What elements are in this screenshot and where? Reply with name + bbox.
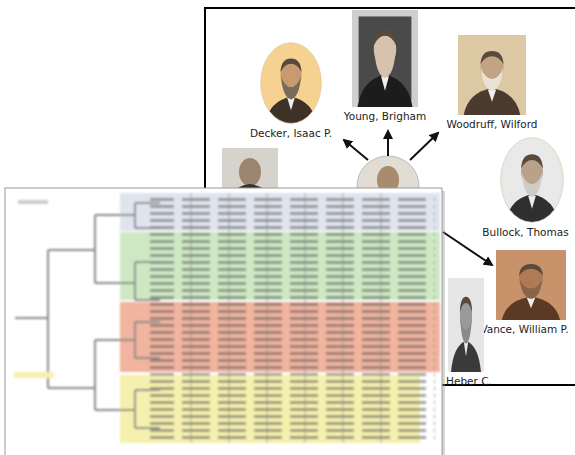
person-name: Vance, William P.	[478, 323, 571, 336]
beard	[374, 50, 395, 77]
collar	[464, 342, 468, 356]
person-node: Heber C.	[444, 278, 494, 388]
portrait-photo	[458, 35, 526, 115]
portrait-photo	[448, 278, 484, 372]
collar	[527, 298, 535, 309]
beard	[460, 317, 472, 344]
beard	[481, 68, 503, 91]
portrait-figure	[496, 250, 566, 320]
hair	[460, 297, 472, 313]
hair	[519, 264, 543, 276]
person-name: Woodruff, Wilford	[444, 118, 540, 131]
portrait-photo	[260, 42, 322, 124]
oval-edge	[261, 43, 322, 124]
person-node: Woodruff, Wilford	[444, 35, 540, 131]
hair	[521, 154, 543, 168]
portrait-figure	[448, 278, 484, 372]
coat	[451, 341, 481, 372]
person-node: Vance, William P.	[478, 250, 571, 336]
collar	[528, 196, 536, 209]
coat	[357, 75, 412, 107]
person-name: Bullock, Thomas	[480, 226, 571, 239]
coat	[265, 97, 317, 124]
beard	[520, 279, 542, 299]
collar	[287, 98, 294, 110]
coat	[463, 88, 520, 115]
collar	[488, 90, 496, 102]
person-node: Decker, Isaac P.	[248, 42, 335, 140]
hair	[480, 51, 503, 64]
oval-edge	[501, 138, 564, 223]
coat	[505, 194, 559, 223]
person-name: Heber C.	[444, 375, 494, 388]
portrait-photo	[496, 250, 566, 320]
person-name: Young, Brigham	[342, 110, 429, 123]
portrait-photo	[352, 10, 418, 107]
portrait-figure	[500, 137, 564, 223]
portrait-figure	[352, 10, 418, 107]
person-node: Young, Brigham	[342, 10, 429, 123]
portrait-figure	[260, 42, 322, 124]
coat	[502, 297, 561, 320]
person-name: Decker, Isaac P.	[248, 127, 335, 140]
beard	[281, 76, 301, 99]
portrait-figure	[458, 35, 526, 115]
beard	[522, 173, 542, 197]
person-node: Bullock, Thomas	[480, 137, 571, 239]
collar	[381, 76, 389, 91]
portrait-photo	[500, 137, 564, 223]
hair	[374, 29, 396, 45]
hair	[280, 58, 301, 72]
